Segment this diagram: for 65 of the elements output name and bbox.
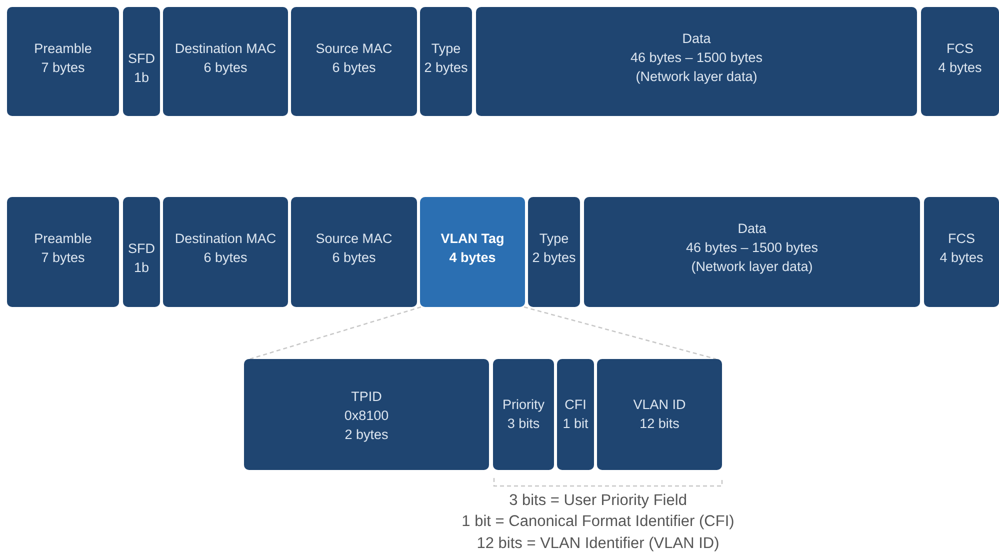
field-box xyxy=(584,197,920,307)
legend-note: 12 bits = VLAN Identifier (VLAN ID) xyxy=(476,535,720,553)
field-label: 6 bytes xyxy=(202,59,248,77)
field-label: FCS xyxy=(947,230,976,248)
field-label: 4 bytes xyxy=(937,59,983,77)
field-box xyxy=(7,197,119,307)
field-label: 12 bits xyxy=(638,415,680,433)
field-label: 46 bytes – 1500 bytes xyxy=(684,239,820,257)
field-box xyxy=(420,197,525,307)
field-label: 1b xyxy=(132,69,150,87)
field-box xyxy=(528,197,580,307)
field-label: VLAN ID xyxy=(632,396,687,414)
legend-note: 3 bits = User Priority Field xyxy=(508,492,688,510)
field-label: SFD xyxy=(127,50,156,68)
field-label: VLAN Tag xyxy=(440,230,506,248)
field-label: 7 bytes xyxy=(40,249,86,267)
legend-note: 1 bit = Canonical Format Identifier (CFI) xyxy=(460,513,736,531)
field-box xyxy=(123,197,160,307)
field-label: Type xyxy=(430,40,462,58)
field-label: (Network layer data) xyxy=(690,258,814,276)
field-box xyxy=(557,359,594,470)
field-label: 6 bytes xyxy=(202,249,248,267)
field-label: Preamble xyxy=(33,230,93,248)
field-box xyxy=(163,7,288,116)
field-box xyxy=(921,7,999,116)
field-label: Type xyxy=(538,230,570,248)
field-label: FCS xyxy=(946,40,974,58)
field-box xyxy=(7,7,119,116)
zoom-guide-line xyxy=(524,306,716,360)
field-box xyxy=(420,7,472,116)
field-box xyxy=(476,7,917,116)
field-box xyxy=(244,359,489,470)
field-label: 6 bytes xyxy=(331,249,377,267)
field-box xyxy=(597,359,722,470)
field-label: CFI xyxy=(564,396,588,414)
field-label: 7 bytes xyxy=(40,59,86,77)
field-label: 1b xyxy=(132,259,150,277)
field-label: Priority xyxy=(501,396,546,414)
field-label: SFD xyxy=(127,240,156,258)
field-label: Data xyxy=(681,30,712,48)
field-box xyxy=(123,7,160,116)
field-label: (Network layer data) xyxy=(634,68,758,86)
field-label: Destination MAC xyxy=(174,230,278,248)
field-label: Data xyxy=(736,220,768,238)
field-label: TPID xyxy=(350,388,383,406)
field-box xyxy=(924,197,999,307)
field-label: Source MAC xyxy=(314,40,394,58)
field-label: 2 bytes xyxy=(344,426,390,444)
field-label: 46 bytes – 1500 bytes xyxy=(629,49,764,67)
field-box xyxy=(291,7,417,116)
field-label: 0x8100 xyxy=(343,407,390,425)
field-box xyxy=(291,197,417,307)
field-label: 4 bytes xyxy=(938,249,984,267)
field-label: Destination MAC xyxy=(174,40,278,58)
field-label: 1 bit xyxy=(562,415,590,433)
field-box xyxy=(163,197,288,307)
field-label: 6 bytes xyxy=(331,59,377,77)
zoom-guide-line xyxy=(250,306,422,360)
field-label: 3 bits xyxy=(506,415,541,433)
field-label: Source MAC xyxy=(314,230,394,248)
field-label: 2 bytes xyxy=(423,59,469,77)
field-label: Preamble xyxy=(33,40,93,58)
field-label: 4 bytes xyxy=(448,249,497,267)
field-label: 2 bytes xyxy=(531,249,577,267)
field-box xyxy=(493,359,554,470)
